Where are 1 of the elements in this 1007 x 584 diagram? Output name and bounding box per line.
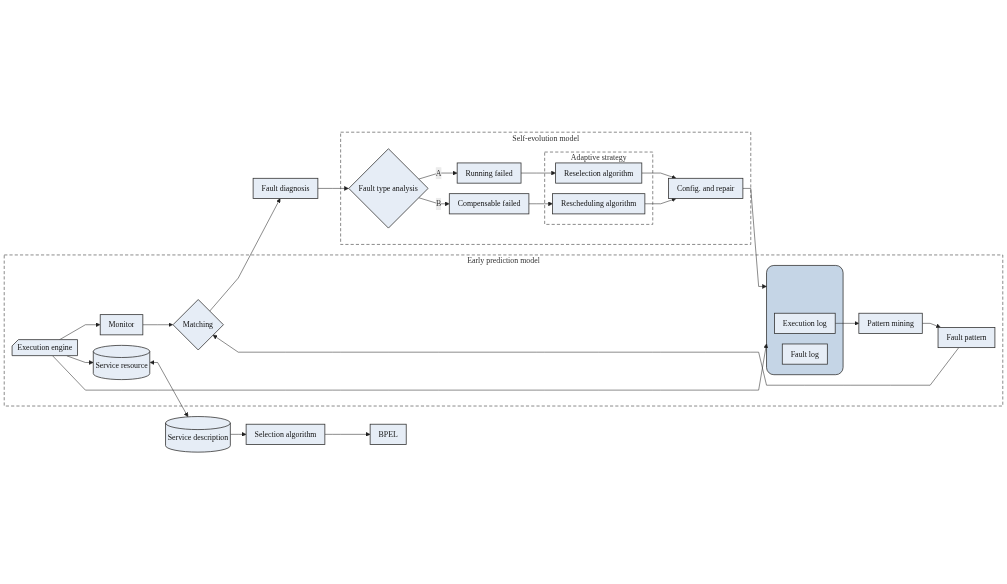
cluster [766,264,844,375]
